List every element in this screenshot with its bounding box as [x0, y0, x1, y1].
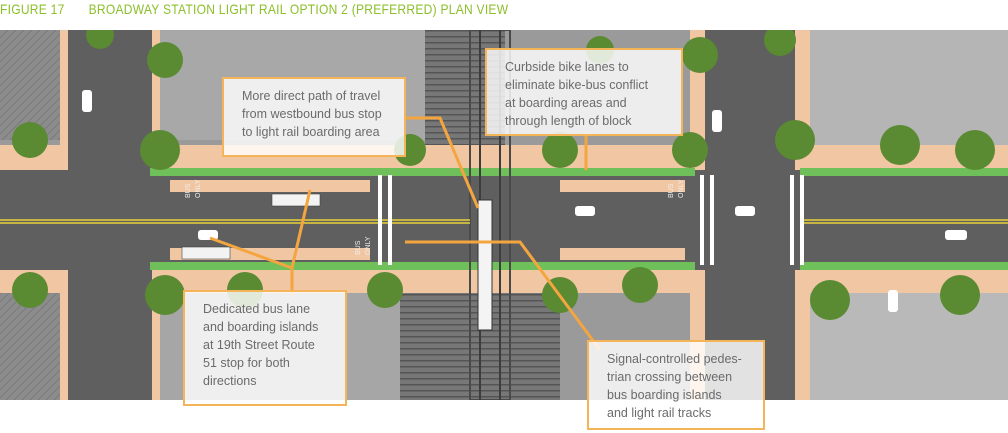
crosswalk-west: [378, 175, 392, 265]
marking-bus-east: BUS: [668, 183, 675, 198]
callout-bike-lanes-line-4: through length of block: [505, 114, 632, 128]
west-cross-street: [68, 30, 152, 400]
callout-signal-crossing-line-3: bus boarding islands: [607, 388, 722, 402]
bike-lane-north-east: [800, 168, 1008, 176]
callout-signal-crossing-line-4: and light rail tracks: [607, 406, 712, 420]
block-nw: [0, 30, 60, 140]
bike-lane-north: [150, 168, 695, 176]
car-6: [712, 110, 722, 132]
callout-bus-lane-line-1: Dedicated bus lane: [203, 302, 311, 316]
car-1: [198, 230, 218, 240]
figure-caption: BROADWAY STATION LIGHT RAIL OPTION 2 (PR…: [88, 1, 509, 17]
callout-bike-lanes-line-1: Curbside bike lanes to: [505, 60, 629, 74]
bus-westbound: [181, 246, 231, 260]
car-4: [945, 230, 967, 240]
car-3: [735, 206, 755, 216]
car-7: [888, 290, 898, 312]
callout-direct-path-line-3: to light rail boarding area: [242, 125, 380, 139]
callout-direct-path: More direct path of travel from westboun…: [222, 77, 406, 157]
bus-island-north: [170, 180, 370, 192]
callout-bike-lanes-line-3: at boarding areas and: [505, 96, 627, 110]
callout-signal-crossing: Signal-controlled pedes- trian crossing …: [587, 340, 765, 430]
bus-island-east-south: [560, 248, 685, 260]
marking-bus-wb: BUS: [355, 240, 362, 255]
marking-only-wb: ONLY: [365, 236, 372, 255]
bus-eastbound: [271, 193, 321, 207]
marking-only-east: ONLY: [678, 179, 685, 198]
callout-leaders: [209, 116, 602, 351]
bike-lane-south-east: [800, 262, 1008, 270]
callout-bike-lanes-line-2: eliminate bike-bus conflict: [505, 78, 649, 92]
callout-bus-lane-line-2: and boarding islands: [203, 320, 319, 334]
callout-bus-lane-line-4: 51 stop for both: [203, 356, 290, 370]
callout-direct-path-line-1: More direct path of travel: [242, 89, 381, 103]
car-5: [82, 90, 92, 112]
callout-bus-lane: Dedicated bus lane and boarding islands …: [183, 290, 347, 406]
figure-number: FIGURE 17: [0, 1, 65, 17]
marking-bus-eb: BUS: [185, 183, 192, 198]
car-2: [575, 206, 595, 216]
callout-signal-crossing-line-1: Signal-controlled pedes-: [607, 352, 742, 366]
callout-signal-crossing-line-2: trian crossing between: [607, 370, 733, 384]
light-rail-track-outline: [469, 30, 511, 400]
callout-direct-path-line-2: from westbound bus stop: [242, 107, 382, 121]
callout-bike-lanes: Curbside bike lanes to eliminate bike-bu…: [485, 48, 683, 136]
callout-bus-lane-line-5: directions: [203, 374, 257, 388]
light-rail-platform: [477, 199, 493, 331]
crosswalk-east: [700, 175, 804, 265]
bus-island-east-north: [560, 180, 685, 192]
marking-only-eb: ONLY: [195, 179, 202, 198]
bike-lane-south: [150, 262, 695, 270]
figure-title: FIGURE 17 BROADWAY STATION LIGHT RAIL OPT…: [0, 0, 508, 18]
callout-bus-lane-line-3: at 19th Street Route: [203, 338, 315, 352]
